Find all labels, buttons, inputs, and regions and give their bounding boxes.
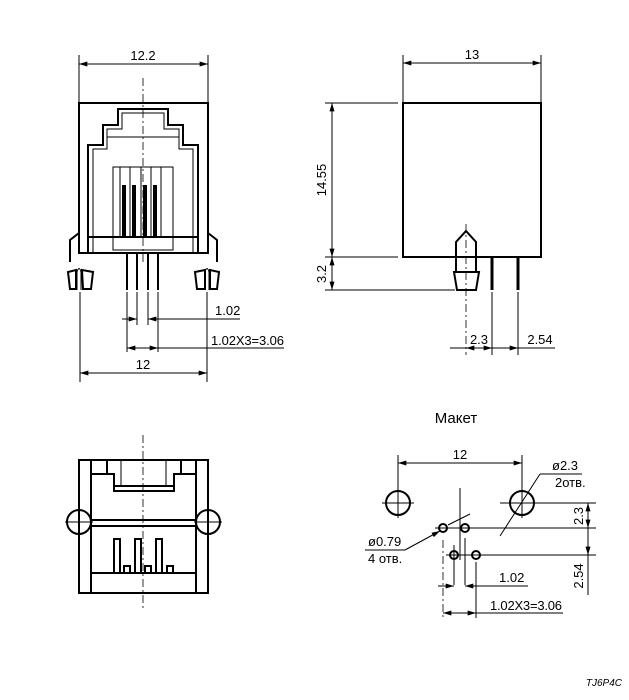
- front-view: 12.2: [66, 48, 284, 382]
- dimension-label-pin-pitch: 1.02: [215, 303, 240, 318]
- dimension-label-pin-pitch: 1.02: [499, 570, 524, 585]
- bottom-view: [65, 435, 222, 610]
- label-big-hole-diameter: ø2.3: [552, 458, 578, 473]
- dimension-label-width: 12.2: [130, 48, 155, 63]
- dimension-label-row-offset: 2.3: [571, 507, 586, 525]
- pins-front: [126, 253, 159, 290]
- label-small-hole-count: 4 отв.: [368, 551, 402, 566]
- peg-left: [66, 268, 77, 290]
- layout-title: Макет: [435, 410, 478, 427]
- dimension-label-row-pitch: 2.54: [527, 332, 552, 347]
- part-code: TJ6P4C: [586, 678, 623, 689]
- pcb-layout: Макет 12 ø2.3 2отв. ø0.79 4 отв. 2.3: [365, 410, 596, 618]
- peg-right: [193, 268, 206, 290]
- dimension-label-pin-span: 1.02X3=3.06: [490, 598, 562, 613]
- dimension-label-hole-span: 12: [453, 447, 467, 462]
- label-big-hole-count: 2отв.: [555, 475, 586, 490]
- contact-window: [112, 166, 174, 251]
- jack-body-side: [402, 102, 542, 258]
- label-small-hole-diameter: ø0.79: [368, 534, 401, 549]
- dimension-label-peg-to-pin: 2.3: [470, 332, 488, 347]
- contacts: [119, 167, 162, 237]
- side-view: 13 14.55 3.2 2.3 2.54: [314, 47, 555, 355]
- dimension-label-row-pitch: 2.54: [571, 563, 586, 588]
- dimension-label-pin-length: 3.2: [314, 265, 329, 283]
- jack-body-front: [78, 102, 209, 254]
- dimension-label-peg-span: 12: [136, 357, 150, 372]
- dimension-label-pin-span: 1.02X3=3.06: [211, 333, 284, 348]
- dimension-label-depth: 13: [465, 47, 479, 62]
- dimension-label-height: 14.55: [314, 164, 329, 197]
